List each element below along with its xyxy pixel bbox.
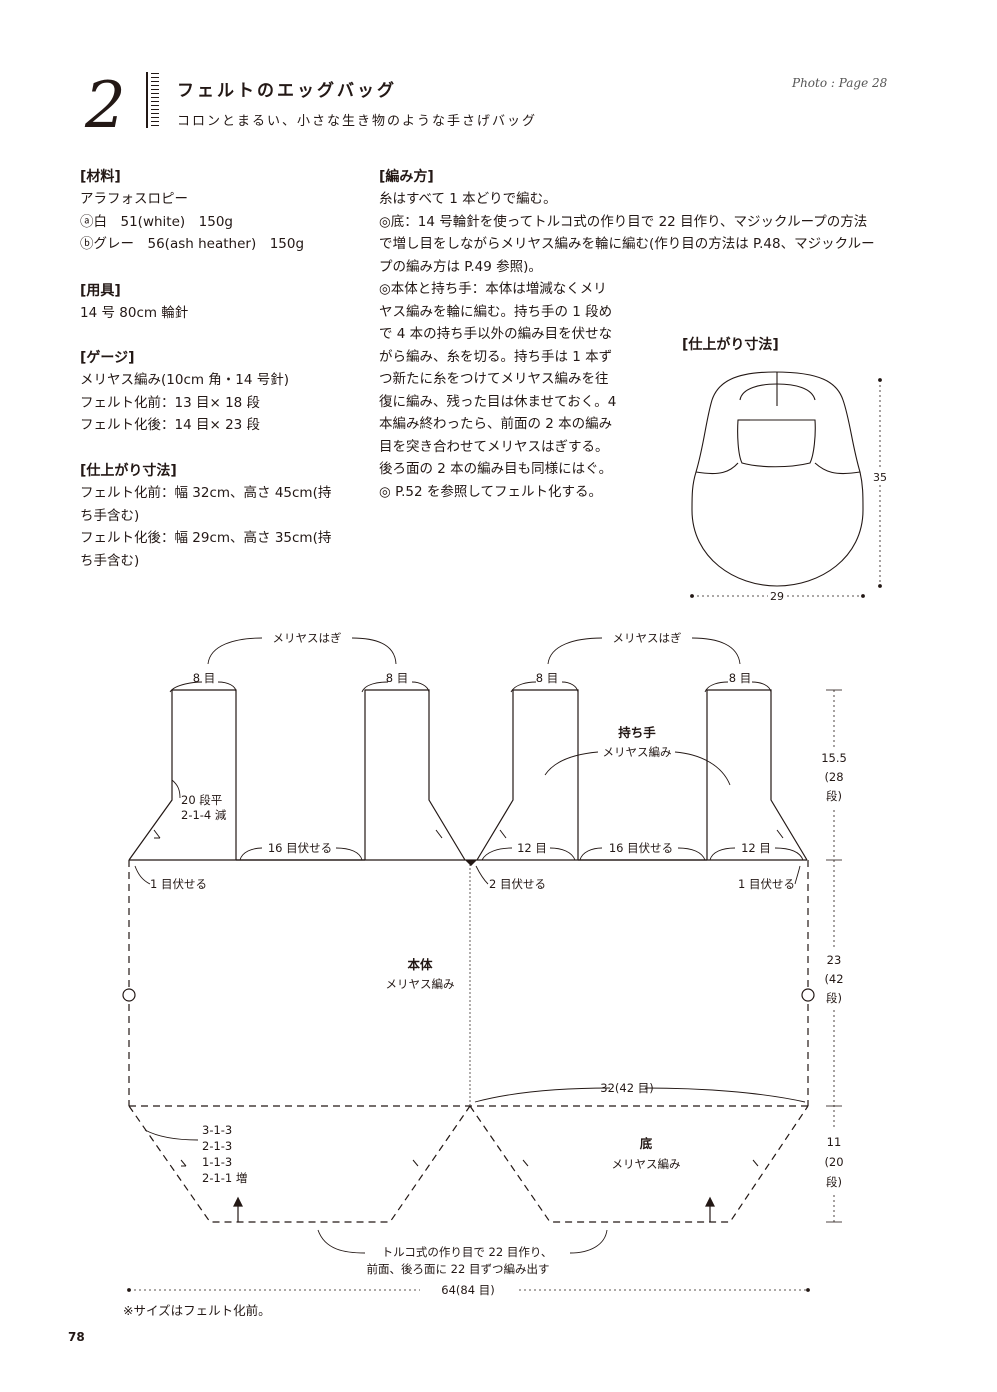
body-width: 32(42 目) (600, 1081, 653, 1095)
instruction-line: 糸はすべて 1 本どりで編む。 (379, 191, 557, 207)
handle-left-outer (128, 689, 237, 861)
instruction-line: ◎本体と持ち手：本体は増減なくメリ (379, 281, 607, 297)
bag-outline (691, 371, 864, 587)
finished-size-line: ち手含む) (80, 507, 140, 524)
cast-on-line-1: トルコ式の作り目で 22 目作り、 (382, 1245, 553, 1259)
handle-right-inner (476, 689, 579, 861)
dim-handle: 15.5 (821, 751, 847, 765)
knitting-chart: メリヤスはぎ メリヤスはぎ 8 目 8 目 8 目 8 目 持ち手 メリヤス編み… (122, 631, 847, 1297)
increase-line: 2-1-3 (202, 1139, 232, 1153)
finished-size-line: フェルト化前：幅 32cm、高さ 45cm(持 (80, 485, 332, 501)
gauge-line: フェルト化前：13 目× 18 段 (80, 394, 261, 411)
dim-body: 23 (827, 953, 842, 967)
handle-right-outer (706, 689, 808, 861)
instruction-line: 目を突き合わせてメリヤスはぎする。 (379, 438, 609, 455)
tools-section: [用具] 14 号 80cm 輪針 (80, 280, 188, 325)
page-title: フェルトのエッグバッグ (177, 81, 397, 101)
dim-handle: 段) (826, 789, 842, 803)
instruction-line: プの編み方は P.49 参照)。 (379, 258, 542, 275)
materials-heading: [材料] (80, 169, 121, 185)
page-number: 78 (68, 1330, 85, 1344)
size-note: ※サイズはフェルト化前。 (123, 1303, 271, 1318)
twelve-stitch-left: 12 目 (517, 841, 547, 855)
finished-size-line: フェルト化後：幅 29cm、高さ 35cm(持 (80, 530, 332, 546)
increase-line: 2-1-1 増 (202, 1171, 247, 1185)
instruction-line: 復に編み、残った目は休ませておく。4 (379, 393, 617, 410)
size-width: 29 (770, 590, 784, 603)
body-stitch-type: メリヤス編み (386, 977, 455, 991)
side-curve-right (814, 462, 861, 475)
handle-hole (737, 419, 816, 468)
bind-off-center-right: 16 目伏せる (609, 841, 673, 855)
materials-line: ⓐ白 51(white) 150g (80, 213, 233, 230)
bind-off-center-left: 16 目伏せる (268, 841, 332, 855)
total-width: 64(84 目) (441, 1283, 494, 1297)
dim-bottom: (20 (824, 1155, 843, 1169)
handle-stitch-count: 8 目 (386, 671, 408, 685)
photo-reference: Photo : Page 28 (792, 76, 888, 90)
graft-label-left: メリヤスはぎ (273, 631, 342, 645)
handle-stitch-count: 8 目 (193, 671, 215, 685)
number-divider (146, 72, 148, 128)
handle-label: 持ち手 (618, 725, 656, 740)
tools-heading: [用具] (80, 283, 121, 299)
instruction-line: で増し目をしながらメリヤス編みを輪に編む(作り目の方法は P.48、マジックルー (379, 236, 875, 252)
instruction-line: 本編み終わったら、前面の 2 本の編み (379, 416, 613, 432)
size-height: 35 (873, 471, 887, 484)
gauge-section: [ゲージ] メリヤス編み(10cm 角・14 号針) フェルト化前：13 目× … (80, 347, 289, 437)
dim-body: (42 (824, 972, 843, 986)
cast-on-line-2: 前面、後ろ面に 22 目ずつ編み出す (367, 1262, 550, 1276)
bottom-left (128, 1105, 471, 1223)
bag-size-diagram: 35 29 (690, 371, 887, 603)
bottom-label: 底 (640, 1136, 653, 1151)
dim-body: 段) (826, 991, 842, 1005)
gauge-line: フェルト化後：14 目× 23 段 (80, 417, 261, 433)
finished-size-heading: [仕上がり寸法] (80, 463, 177, 479)
dim-handle: (28 (824, 770, 843, 784)
handle-stitch-count: 8 目 (536, 671, 558, 685)
instructions-heading: [編み方] (379, 169, 434, 185)
gauge-line: メリヤス編み(10cm 角・14 号針) (80, 372, 290, 388)
side-curve-left (695, 462, 739, 475)
instruction-line: ◎ P.52 を参照してフェルト化する。 (379, 483, 602, 500)
handle-stitch-type: メリヤス編み (603, 745, 672, 759)
size-diagram-heading: [仕上がり寸法] (682, 337, 779, 353)
decrease-label-2: 2-1-4 減 (181, 808, 227, 822)
increase-line: 1-1-3 (202, 1155, 232, 1169)
instruction-line: がら編み、糸を切る。持ち手は 1 本ず (379, 348, 613, 365)
bind-two-center: 2 目伏せる (489, 877, 546, 891)
finished-size-section: [仕上がり寸法] フェルト化前：幅 32cm、高さ 45cm(持 ち手含む) フ… (80, 460, 331, 572)
instruction-line: つ新たに糸をつけてメリヤス編みを往 (379, 371, 609, 387)
handle-left-inner (364, 689, 466, 861)
instruction-line: 後ろ面の 2 本の編み目も同様にはぐ。 (379, 461, 613, 477)
instruction-line: ヤス編みを輪に編む。持ち手の 1 段め (379, 303, 613, 320)
graft-label-right: メリヤスはぎ (613, 631, 682, 645)
handle-stitch-count: 8 目 (729, 671, 751, 685)
bind-one-left: 1 目伏せる (150, 877, 207, 891)
dim-bottom: 11 (827, 1135, 842, 1149)
increase-line: 3-1-3 (202, 1123, 232, 1137)
instruction-line: ◎底：14 号輪針を使ってトルコ式の作り目で 22 目作り、マジックループの方法 (379, 213, 868, 230)
instructions-section: [編み方] 糸はすべて 1 本どりで編む。 ◎底：14 号輪針を使ってトルコ式の… (379, 166, 875, 503)
materials-line: アラフォスロピー (80, 191, 188, 207)
twelve-stitch-right: 12 目 (741, 841, 771, 855)
tools-line: 14 号 80cm 輪針 (80, 305, 189, 321)
finished-size-line: ち手含む) (80, 552, 140, 569)
dim-bottom: 段) (826, 1175, 842, 1189)
bottom-right (469, 1105, 809, 1223)
page-subtitle: コロンとまるい、小さな生き物のような手さげバッグ (177, 114, 538, 129)
decrease-label-1: 20 段平 (181, 793, 222, 807)
pattern-number: 2 (85, 69, 126, 143)
instruction-line: で 4 本の持ち手以外の編み目を伏せな (379, 326, 613, 342)
materials-section: [材料] アラフォスロピー ⓐ白 51(white) 150g ⓑグレー 56(… (80, 166, 304, 256)
number-ticks (151, 73, 159, 127)
materials-line: ⓑグレー 56(ash heather) 150g (80, 236, 305, 252)
bottom-stitch-type: メリヤス編み (612, 1157, 681, 1171)
bind-one-right: 1 目伏せる (738, 877, 795, 891)
body-label: 本体 (407, 957, 433, 972)
gauge-heading: [ゲージ] (80, 350, 135, 366)
